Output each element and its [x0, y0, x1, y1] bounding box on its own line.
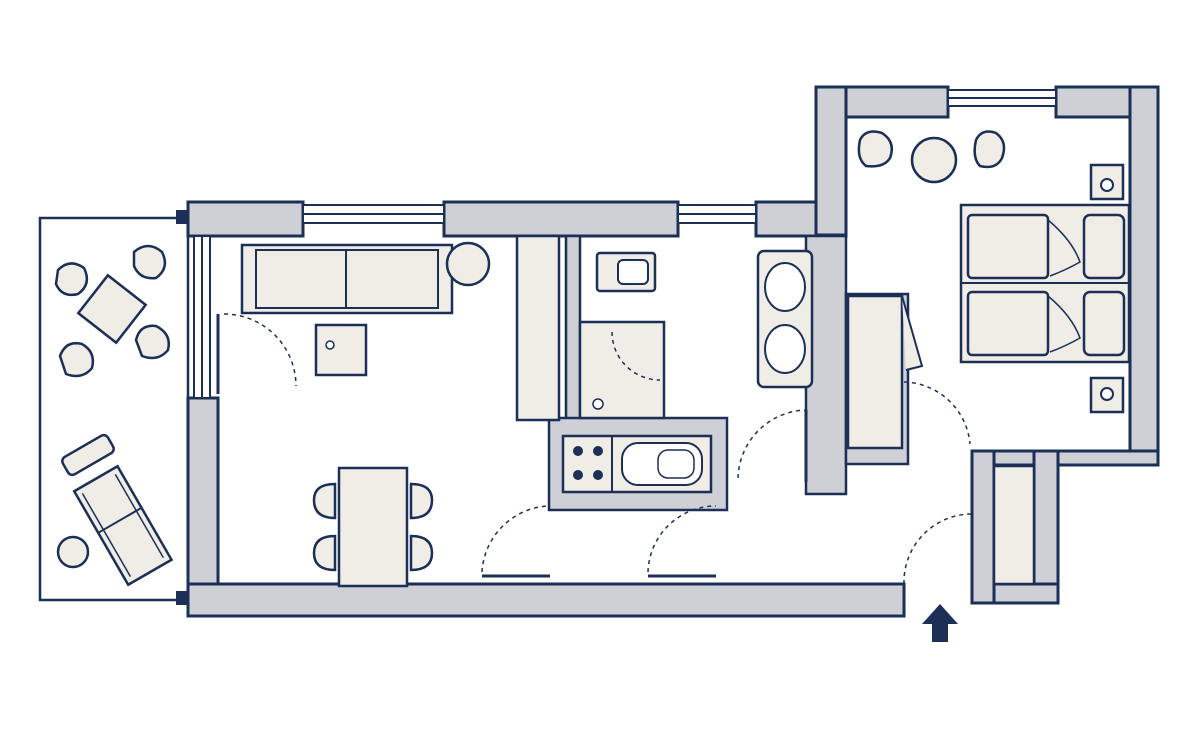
dining-set — [312, 466, 434, 588]
kitchen-counter — [561, 434, 713, 494]
hall-cabinet — [992, 464, 1036, 586]
nightstand — [1089, 163, 1125, 414]
double-bed — [959, 203, 1131, 364]
hob — [573, 436, 613, 492]
bedroom-wardrobe — [846, 294, 924, 450]
window — [193, 89, 1057, 399]
terrace-chair — [54, 244, 170, 378]
door-swing — [223, 313, 973, 585]
double-sink — [756, 249, 814, 389]
sofa — [240, 243, 454, 315]
wardrobe — [515, 234, 561, 422]
coffee-table — [314, 323, 368, 377]
shower — [578, 320, 666, 420]
dining-chair — [312, 482, 434, 572]
terrace-lounger — [56, 433, 174, 587]
bedside-table — [910, 136, 958, 184]
terrace-table — [76, 273, 148, 345]
toilet — [595, 251, 657, 293]
kitchen-sink — [621, 442, 703, 486]
terrace-dining-set — [54, 244, 170, 378]
side-table — [445, 241, 491, 287]
pillow — [1082, 213, 1126, 357]
arrow-up-icon — [922, 604, 958, 642]
armchair — [857, 130, 1006, 169]
door-leaf — [216, 314, 974, 584]
dining-table — [337, 466, 409, 588]
